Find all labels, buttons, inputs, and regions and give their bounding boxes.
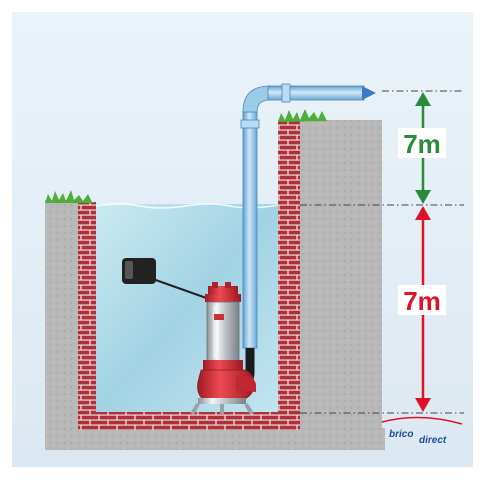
upper-height-label: 7m <box>403 129 441 159</box>
pipe-coupling-top <box>281 83 291 103</box>
pipe-vertical <box>242 111 258 349</box>
logo-part-2: direct <box>419 435 447 446</box>
brand-logo: brico direct <box>381 416 463 446</box>
lower-height-label: 7m <box>403 286 441 316</box>
bottom-brick-floor <box>78 412 300 430</box>
right-soil <box>300 120 382 440</box>
float-cable <box>149 277 213 301</box>
arrow-right-icon <box>362 86 376 100</box>
submersible-pump-icon <box>190 282 256 416</box>
lower-label-bg <box>398 285 446 315</box>
pipe-coupling-side <box>240 119 260 129</box>
left-brick-wall <box>78 202 96 430</box>
logo-part-1: brico <box>389 429 413 440</box>
left-soil <box>45 200 79 448</box>
float-switch-icon <box>122 258 156 284</box>
water-surface <box>95 203 279 209</box>
grass-left <box>45 190 96 203</box>
right-brick-wall <box>278 120 300 430</box>
upper-label-bg <box>398 128 446 158</box>
grass-right <box>278 109 327 122</box>
